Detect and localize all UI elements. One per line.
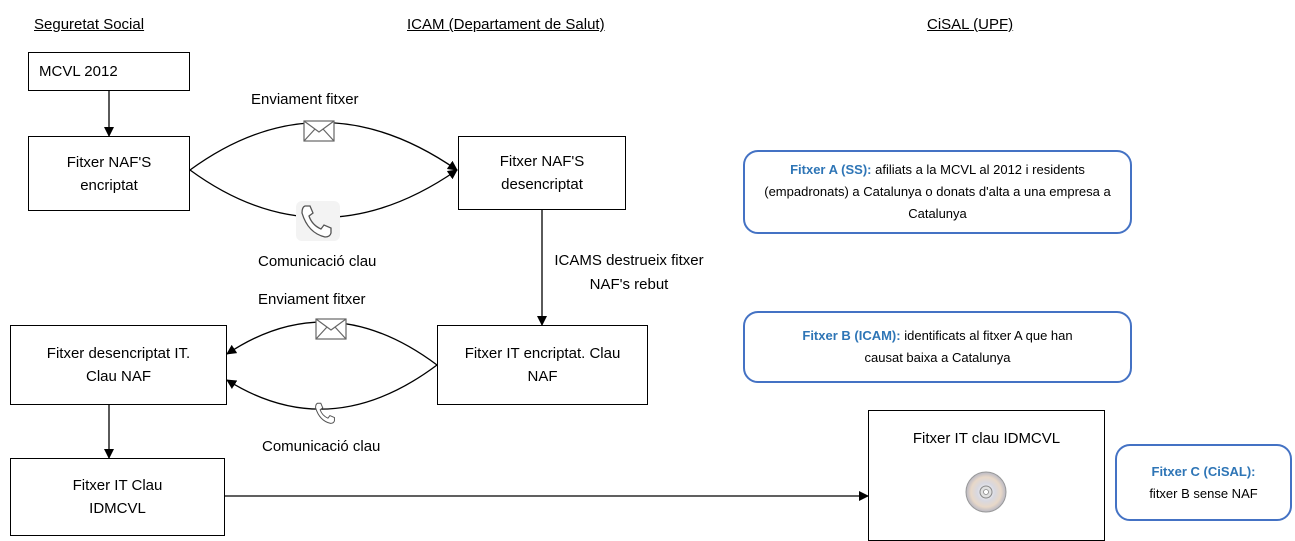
box-it-idmcvl: Fitxer IT Clau IDMCVL — [10, 458, 225, 536]
note-file-a: Fitxer A (SS): afiliats a la MCVL al 201… — [743, 150, 1132, 234]
label-send-file-1: Enviament fitxer — [251, 91, 359, 108]
envelope-icon — [303, 120, 335, 142]
note-file-b: Fitxer B (ICAM): identificats al fitxer … — [743, 311, 1132, 383]
envelope-icon — [315, 318, 347, 340]
label-key-comm-2: Comunicació clau — [262, 438, 381, 455]
note-file-c-title: Fitxer C (CiSAL): — [1151, 463, 1256, 479]
box-final-idmcvl: Fitxer IT clau IDMCVL — [868, 410, 1105, 541]
note-file-b-title: Fitxer B (ICAM): — [802, 328, 901, 343]
note-file-c-text: fitxer B sense NAF — [1149, 485, 1258, 501]
box-naf-encrypted: Fitxer NAF'S encriptat — [28, 136, 190, 211]
arc-key-comm-2 — [226, 364, 438, 410]
note-file-c: Fitxer C (CiSAL): fitxer B sense NAF — [1115, 444, 1292, 521]
phone-icon — [296, 201, 340, 241]
header-cisal: CiSAL (UPF) — [927, 16, 1014, 33]
phone-icon — [315, 402, 335, 424]
header-icam: ICAM (Departament de Salut) — [407, 16, 605, 33]
cd-icon — [965, 471, 1007, 513]
note-file-b-text: identificats al fitxer A que han causat … — [864, 328, 1073, 365]
label-icams-destroys: ICAMS destrueix fitxer NAF's rebut — [554, 252, 704, 293]
box-it-encrypted: Fitxer IT encriptat. Clau NAF — [437, 325, 648, 405]
final-box-label: Fitxer IT clau IDMCVL — [912, 430, 1061, 447]
note-file-a-text: afiliats a la MCVL al 2012 i residents (… — [764, 162, 1111, 221]
box-it-decrypted: Fitxer desencriptat IT. Clau NAF — [10, 325, 227, 405]
note-file-b-content: Fitxer B (ICAM): identificats al fitxer … — [755, 325, 1120, 369]
box-naf-decrypted: Fitxer NAF'S desencriptat — [458, 136, 626, 210]
note-file-c-content: Fitxer C (CiSAL): fitxer B sense NAF — [1149, 461, 1257, 505]
box-mcvl-2012: MCVL 2012 — [28, 52, 190, 91]
header-seguretat-social: Seguretat Social — [34, 16, 145, 33]
note-file-a-title: Fitxer A (SS): — [790, 162, 872, 177]
label-send-file-2: Enviament fitxer — [258, 291, 366, 308]
note-file-a-content: Fitxer A (SS): afiliats a la MCVL al 201… — [755, 159, 1120, 225]
label-key-comm-1: Comunicació clau — [258, 253, 377, 270]
